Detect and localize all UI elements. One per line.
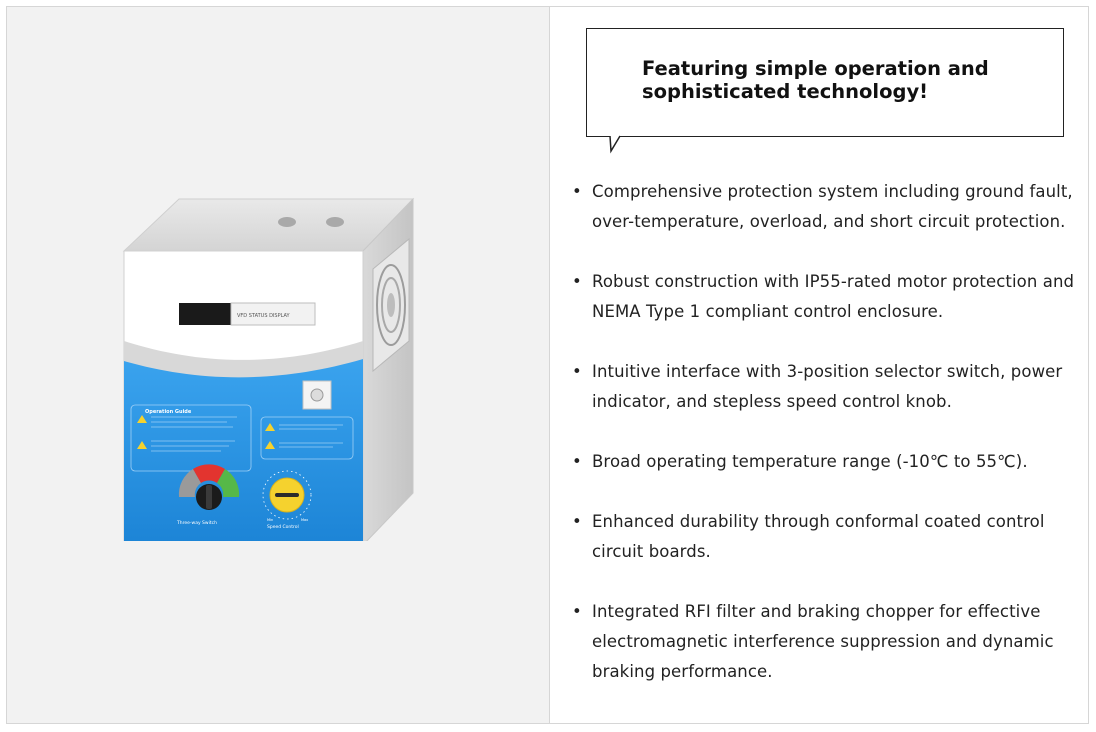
display-label: VFD STATUS DISPLAY — [237, 313, 291, 319]
feature-text: Enhanced durability through conformal co… — [592, 512, 1045, 561]
bullet: • — [572, 512, 582, 531]
bullet: • — [572, 272, 582, 291]
feature-item: • Broad operating temperature range (-10… — [572, 447, 1092, 477]
product-image-panel: VFD STATUS DISPLAY Operation Guide — [7, 7, 550, 723]
bullet: • — [572, 362, 582, 381]
content-frame: VFD STATUS DISPLAY Operation Guide — [6, 6, 1089, 724]
headline-text: Featuring simple operation and sophistic… — [642, 57, 989, 103]
bullet: • — [572, 452, 582, 471]
headline-callout: Featuring simple operation and sophistic… — [586, 28, 1064, 137]
vfd-enclosure-image: VFD STATUS DISPLAY Operation Guide — [122, 197, 415, 541]
feature-text: Intuitive interface with 3-position sele… — [592, 362, 1063, 411]
feature-item: • Robust construction with IP55-rated mo… — [572, 267, 1092, 327]
bullet: • — [572, 602, 582, 621]
feature-text: Robust construction with IP55-rated moto… — [592, 272, 1075, 321]
feature-list: • Comprehensive protection system includ… — [572, 177, 1092, 717]
feature-item: • Intuitive interface with 3-position se… — [572, 357, 1092, 417]
feature-text: Integrated RFI filter and braking choppe… — [592, 602, 1054, 681]
features-panel: Featuring simple operation and sophistic… — [550, 7, 1088, 723]
knob-min: Min — [267, 518, 273, 522]
feature-text: Comprehensive protection system includin… — [592, 182, 1073, 231]
switch-caption: Three-way Switch — [176, 520, 217, 526]
guide-title: Operation Guide — [145, 409, 192, 415]
feature-item: • Enhanced durability through conformal … — [572, 507, 1092, 567]
callout-tail — [609, 135, 621, 154]
feature-text: Broad operating temperature range (-10℃ … — [592, 452, 1028, 471]
feature-item: • Comprehensive protection system includ… — [572, 177, 1092, 237]
knob-max: Max — [301, 518, 308, 522]
knob-caption: Speed Control — [267, 524, 299, 530]
feature-item: • Integrated RFI filter and braking chop… — [572, 597, 1092, 687]
bullet: • — [572, 182, 582, 201]
